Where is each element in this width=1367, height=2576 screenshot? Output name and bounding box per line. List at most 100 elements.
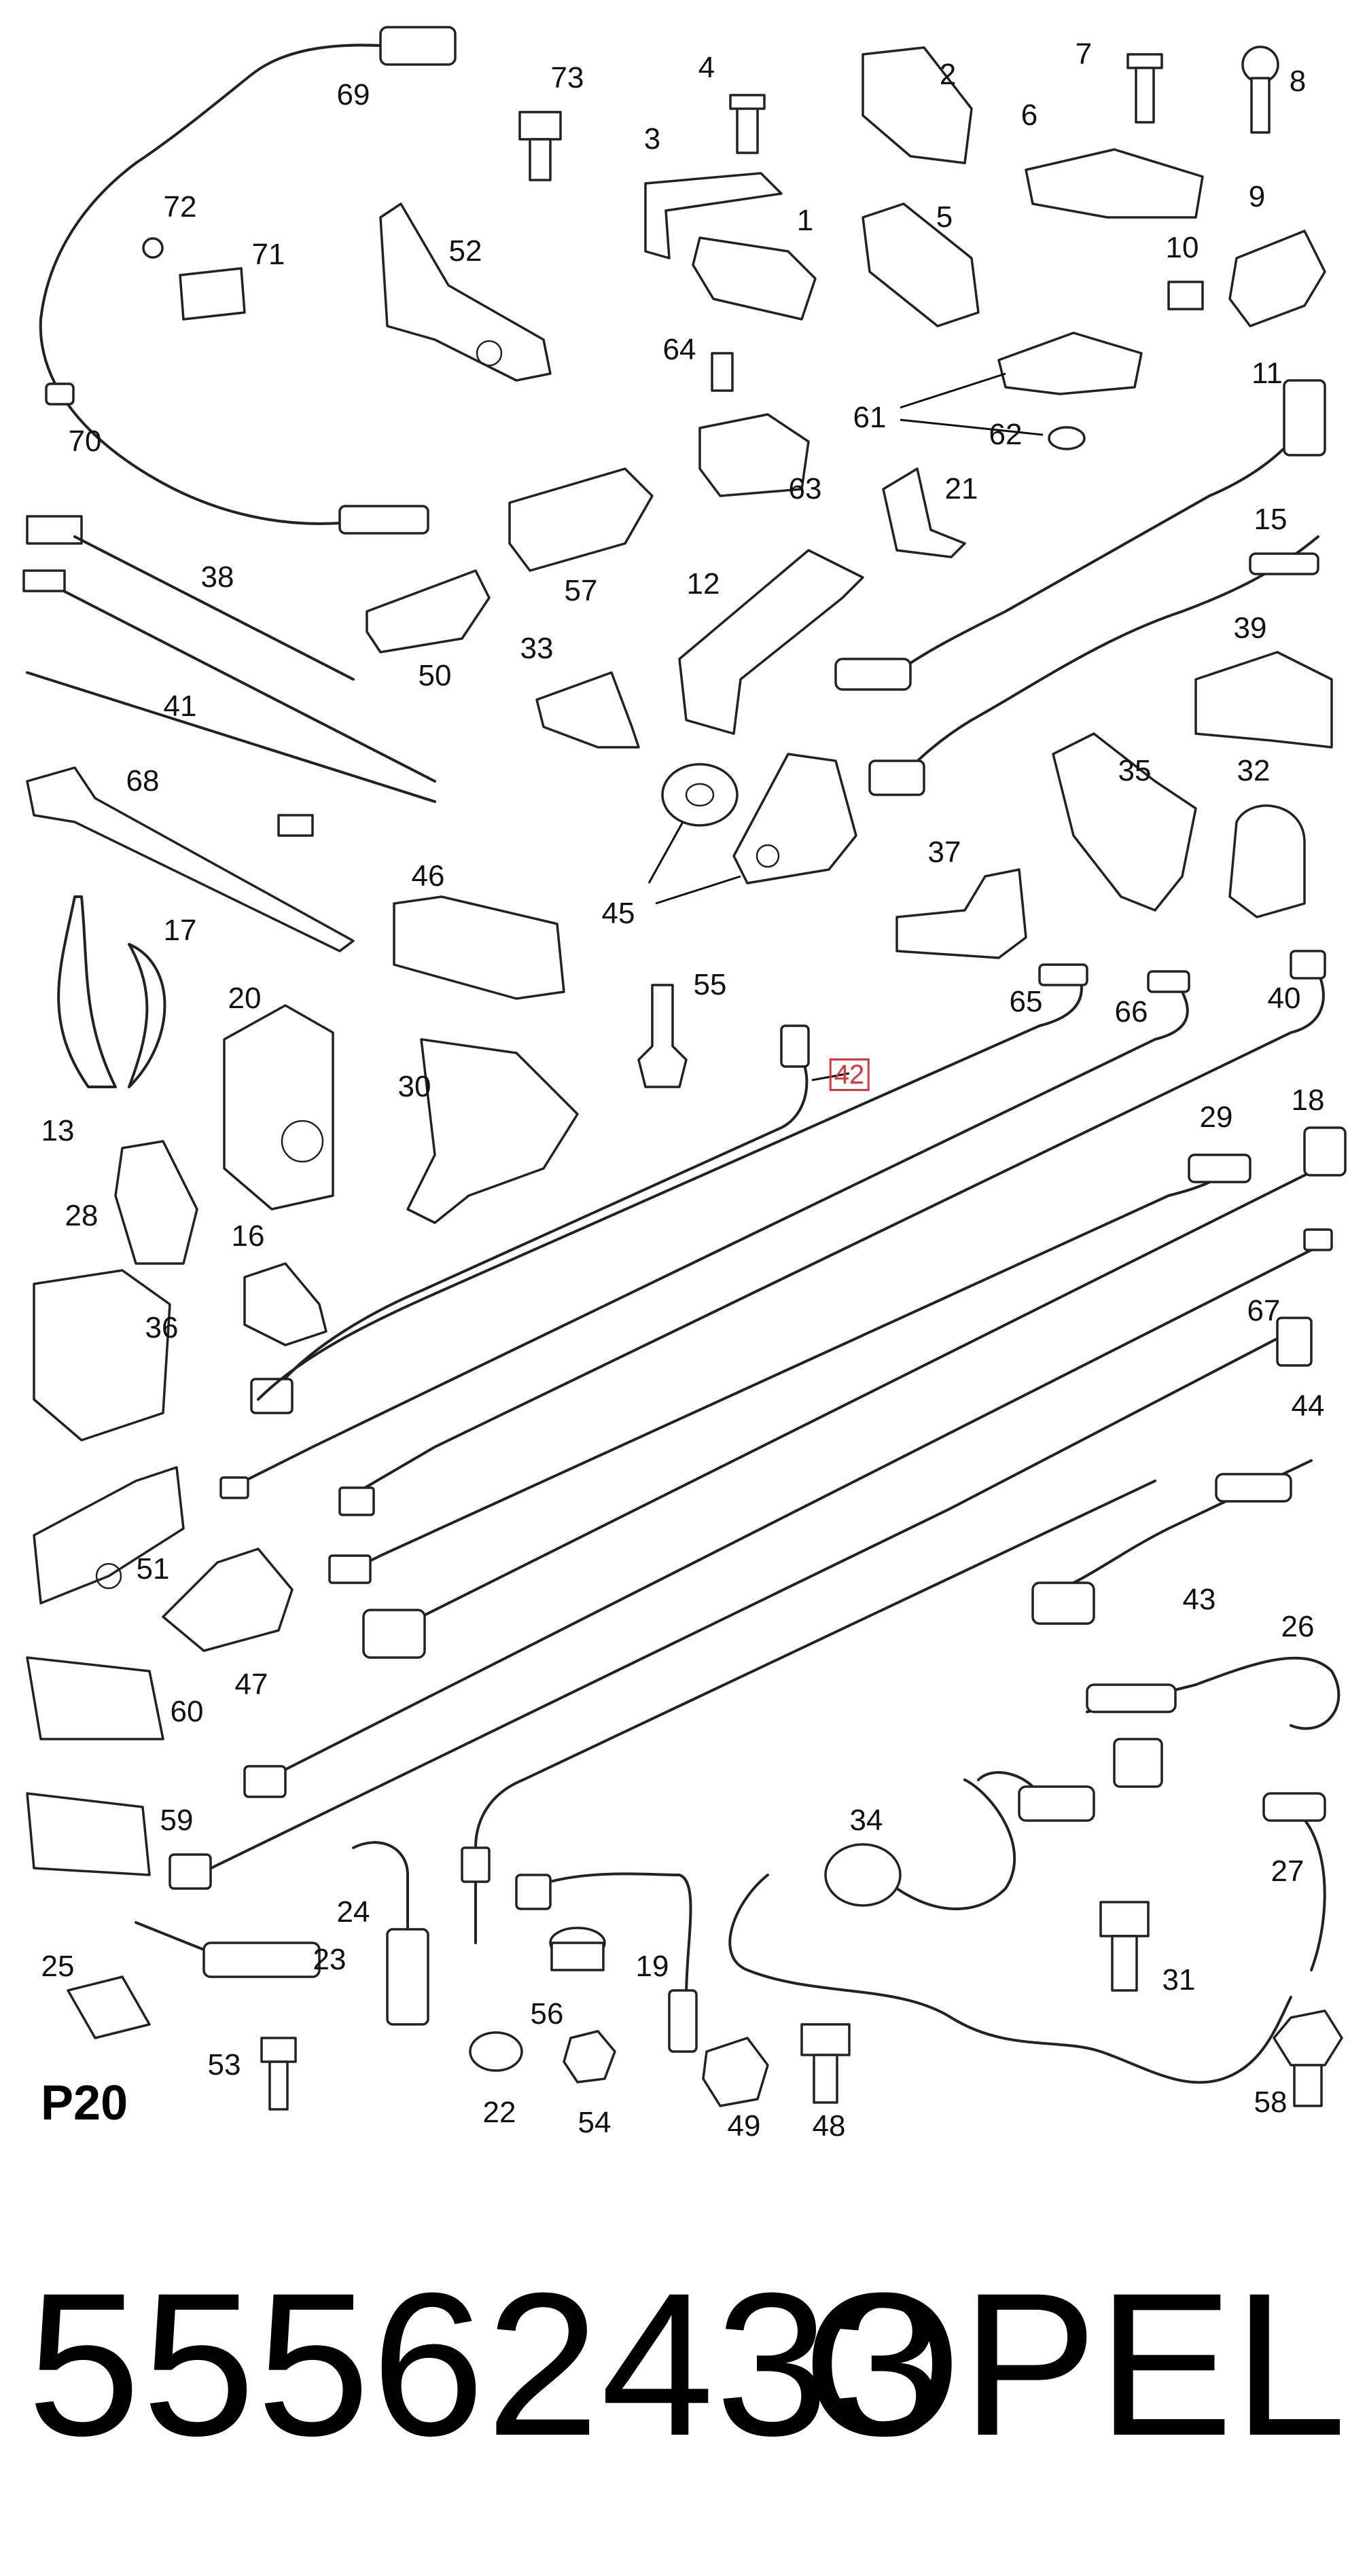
callout-59[interactable]: 59 (160, 1804, 194, 1837)
callout-10[interactable]: 10 (1165, 231, 1199, 264)
callout-30[interactable]: 30 (397, 1070, 431, 1103)
part-22-nut[interactable] (469, 2031, 523, 2072)
part-1-connector[interactable] (692, 236, 817, 321)
callout-53[interactable]: 53 (207, 2048, 241, 2081)
part-60-holder[interactable] (26, 1656, 164, 1740)
callout-27[interactable]: 27 (1271, 1855, 1304, 1888)
callout-12[interactable]: 12 (686, 567, 720, 601)
callout-34[interactable]: 34 (849, 1804, 883, 1837)
part-15-oxygen-sensor[interactable] (868, 535, 1319, 796)
part-32-clamp[interactable] (1228, 804, 1306, 918)
part-44-temperature-sensor[interactable] (168, 1317, 1313, 1890)
callout-71[interactable]: 71 (251, 238, 285, 271)
callout-3[interactable]: 3 (643, 122, 661, 156)
callout-54[interactable]: 54 (578, 2106, 611, 2139)
callout-23[interactable]: 23 (313, 1943, 347, 1976)
callout-7[interactable]: 7 (1075, 37, 1093, 71)
callout-72[interactable]: 72 (163, 190, 197, 223)
part-7-bolt[interactable] (1126, 53, 1163, 124)
callout-36[interactable]: 36 (145, 1311, 179, 1344)
callout-41[interactable]: 41 (163, 690, 197, 723)
part-58-bolt[interactable] (1273, 2009, 1343, 2107)
part-27-oxygen-sensor[interactable] (1262, 1792, 1326, 1971)
callout-16[interactable]: 16 (231, 1219, 265, 1253)
callout-13[interactable]: 13 (41, 1114, 75, 1147)
part-37-bracket[interactable] (895, 868, 1027, 959)
part-40-temperature-sensor[interactable] (338, 950, 1326, 1516)
part-49-nut[interactable] (702, 2037, 769, 2107)
part-12-bracket[interactable] (678, 549, 864, 735)
part-68-cable-tie[interactable] (26, 766, 355, 952)
part-34-knock-sensor[interactable] (824, 1778, 1016, 1910)
callout-52[interactable]: 52 (448, 234, 482, 268)
callout-69[interactable]: 69 (336, 78, 370, 111)
part-2-sensor[interactable] (862, 46, 973, 164)
part-35-bracket[interactable] (1052, 732, 1197, 912)
callout-40[interactable]: 40 (1267, 982, 1301, 1015)
part-5-sensor[interactable] (862, 202, 980, 327)
part-59-holder[interactable] (26, 1792, 151, 1876)
callout-43[interactable]: 43 (1182, 1583, 1216, 1616)
callout-21[interactable]: 21 (944, 472, 978, 505)
part-28-clamp[interactable] (114, 1140, 198, 1265)
part-18-temperature-sensor[interactable] (362, 1126, 1347, 1659)
callout-65[interactable]: 65 (1009, 985, 1043, 1018)
callout-31[interactable]: 31 (1162, 1963, 1196, 1997)
part-exhaust-sensor-long[interactable] (461, 1480, 1156, 1944)
callout-28[interactable]: 28 (65, 1199, 99, 1232)
callout-48[interactable]: 48 (812, 2109, 846, 2143)
callout-61[interactable]: 61 (853, 401, 887, 434)
callout-19[interactable]: 19 (635, 1950, 669, 1983)
part-55-rivet[interactable] (637, 984, 688, 1088)
part-39-bracket[interactable] (1194, 651, 1333, 749)
callout-18[interactable]: 18 (1291, 1084, 1325, 1117)
part-3-bracket[interactable] (644, 172, 783, 260)
callout-35[interactable]: 35 (1118, 754, 1152, 787)
callout-44[interactable]: 44 (1291, 1389, 1325, 1423)
part-41-cable-tie[interactable] (26, 671, 436, 803)
part-24-oxygen-sensor[interactable] (352, 1841, 429, 2026)
part-43-oxygen-sensor[interactable] (1031, 1459, 1313, 1625)
callout-25[interactable]: 25 (41, 1950, 75, 1983)
part-57-pressure-sensor[interactable] (508, 467, 654, 572)
part-34-harness[interactable] (728, 1874, 1292, 2084)
callout-37[interactable]: 37 (927, 836, 961, 869)
part-52-bracket[interactable] (379, 202, 552, 382)
callout-63[interactable]: 63 (788, 472, 822, 505)
part-38-cable-tie[interactable] (22, 515, 436, 783)
part-54-nut[interactable] (563, 2030, 616, 2083)
part-25-clip[interactable] (67, 1975, 151, 2039)
part-48-bolt[interactable] (800, 2023, 851, 2104)
callout-51[interactable]: 51 (136, 1552, 170, 1586)
part-9-sensor[interactable] (1228, 230, 1326, 327)
callout-20[interactable]: 20 (228, 982, 262, 1015)
part-33-clip[interactable] (535, 671, 640, 749)
callout-73[interactable]: 73 (550, 61, 584, 94)
callout-58[interactable]: 58 (1254, 2086, 1288, 2119)
callout-56[interactable]: 56 (530, 1997, 564, 2031)
part-73-bolt[interactable] (518, 111, 562, 181)
callout-64[interactable]: 64 (662, 333, 696, 366)
part-23-oxygen-sensor[interactable] (135, 1921, 321, 1978)
part-30-bracket[interactable] (406, 1038, 579, 1224)
part-53-bolt[interactable] (260, 2037, 297, 2111)
part-20-bracket[interactable] (223, 1004, 334, 1211)
part-11-oxygen-sensor[interactable] (834, 379, 1326, 691)
callout-29[interactable]: 29 (1199, 1101, 1233, 1134)
callout-55[interactable]: 55 (693, 968, 727, 1001)
callout-22[interactable]: 22 (482, 2096, 516, 2129)
callout-42-highlighted[interactable]: 42 (829, 1058, 870, 1091)
part-71-bracket[interactable] (142, 237, 246, 321)
callout-11[interactable]: 11 (1251, 357, 1283, 390)
callout-15[interactable]: 15 (1254, 503, 1288, 536)
part-61-sensor[interactable] (997, 332, 1143, 395)
callout-24[interactable]: 24 (336, 1895, 370, 1929)
callout-5[interactable]: 5 (936, 200, 953, 234)
callout-1[interactable]: 1 (796, 204, 814, 237)
part-64-bolt[interactable] (711, 352, 734, 392)
part-13-strap[interactable] (57, 895, 117, 1088)
callout-4[interactable]: 4 (698, 51, 715, 84)
part-56-plug[interactable] (549, 1927, 606, 1971)
callout-26[interactable]: 26 (1281, 1610, 1315, 1643)
callout-32[interactable]: 32 (1237, 754, 1271, 787)
